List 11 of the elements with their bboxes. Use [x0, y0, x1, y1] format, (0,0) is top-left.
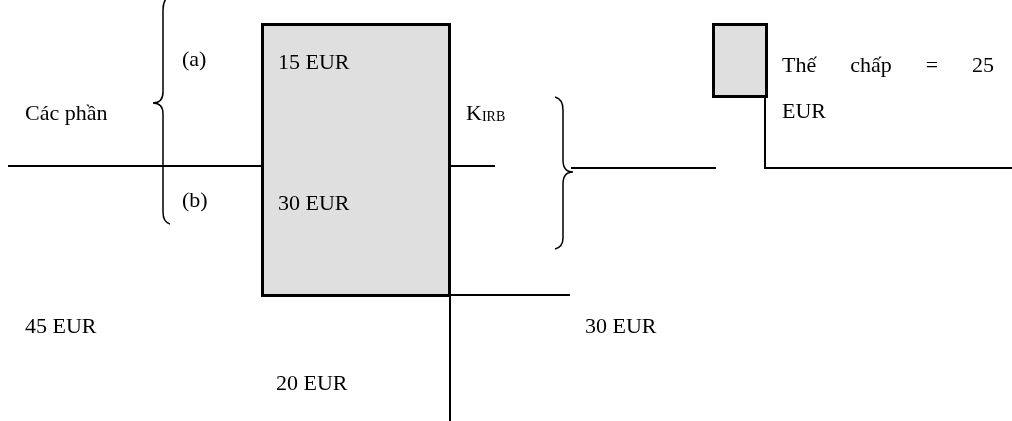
- shaded-box: [712, 23, 768, 98]
- amount-text: 20 EUR: [276, 370, 348, 396]
- amount-text: 15 EUR: [278, 49, 350, 75]
- part-label: (b): [182, 187, 208, 213]
- shaded-box: [261, 23, 451, 297]
- group-label: Các phần: [25, 100, 108, 126]
- amount-text: 45 EUR: [25, 313, 97, 339]
- amount-text: 30 EUR: [278, 190, 350, 216]
- collateral-text: Thế chấp = 25 EUR: [782, 51, 994, 125]
- amount-text: 30 EUR: [585, 313, 657, 339]
- part-label: (a): [182, 46, 207, 72]
